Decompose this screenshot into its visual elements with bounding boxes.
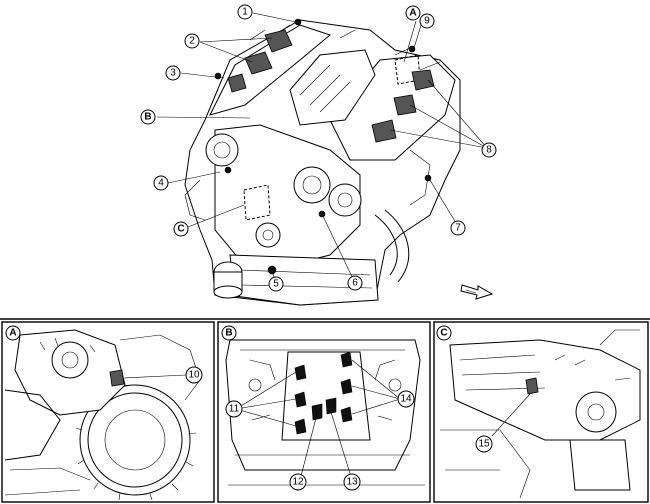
panel-C-badge-label: C [440,328,447,339]
region-a-outline [394,54,421,85]
callout-10: 10 [185,366,203,384]
region-c-outline [243,184,271,221]
callout-8-label: 8 [486,145,492,156]
callout-11: 11 [225,400,243,418]
callout-6: 6 [347,275,363,291]
callout-13: 13 [343,473,361,491]
callout-A: A [405,5,421,21]
callout-B-label: B [144,112,151,123]
panel-B-badge-label: B [225,328,232,339]
callout-2-label: 2 [189,36,195,47]
callout-A-label: A [409,8,416,19]
callout-9: 9 [419,13,435,29]
callout-10-label: 10 [188,370,200,381]
panel-C-badge: C [436,325,452,341]
callout-3: 3 [165,65,181,81]
callout-4-label: 4 [158,178,164,189]
callout-7-label: 7 [455,223,461,234]
panel-A-badge-label: A [9,328,16,339]
callout-13-label: 13 [346,477,358,488]
callout-3-label: 3 [170,68,176,79]
callout-15: 15 [475,435,493,453]
detail-panel-C [433,321,649,503]
callout-15-label: 15 [478,439,490,450]
callout-7: 7 [450,220,466,236]
callout-C: C [173,221,189,237]
callout-12-label: 12 [292,477,304,488]
callout-9-label: 9 [424,16,430,27]
callout-11-label: 11 [229,404,240,415]
callout-4: 4 [153,175,169,191]
front-direction-arrow-icon [460,284,494,300]
callout-14: 14 [397,390,415,408]
panel-B-badge: B [221,325,237,341]
detail-panel-A [1,321,215,503]
detail-panel-B [217,321,431,503]
callout-1: 1 [237,4,253,20]
callout-6-label: 6 [352,278,358,289]
callout-B: B [140,109,156,125]
engine-main-view [184,18,461,306]
callout-5-label: 5 [273,279,279,290]
callout-2: 2 [184,33,200,49]
callout-5: 5 [268,276,284,292]
main-leader-lines [156,12,488,285]
callout-1-label: 1 [242,7,248,18]
callout-8: 8 [481,142,497,158]
panel-A-badge: A [5,325,21,341]
callout-14-label: 14 [400,394,412,405]
callout-C-label: C [177,224,184,235]
callout-12: 12 [289,473,307,491]
